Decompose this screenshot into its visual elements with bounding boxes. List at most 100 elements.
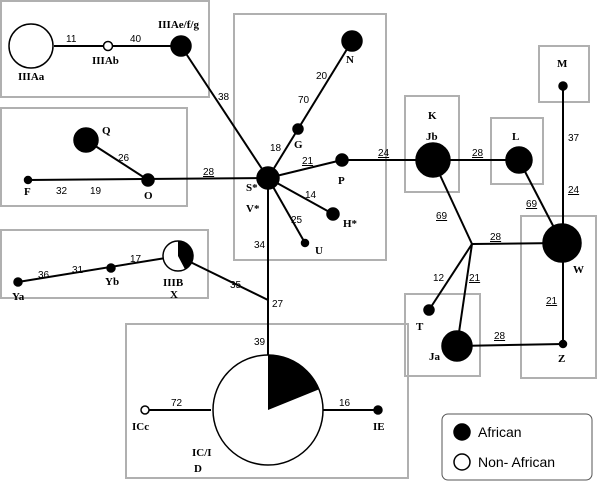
edge-n-s — [267, 40, 353, 179]
edge-s-h — [267, 177, 334, 215]
edge-label-g-s-a: 70 — [298, 95, 310, 106]
label-g: G — [294, 139, 303, 151]
group-box-w — [520, 215, 597, 379]
node-jb — [415, 142, 451, 178]
edge-label-s-p: 21 — [302, 156, 314, 167]
label-ya: Ya — [12, 291, 25, 303]
node-l — [505, 146, 533, 174]
node-iiiaa — [8, 23, 54, 69]
edge-label-jb-l: 28 — [472, 148, 484, 159]
edge-label-f-o-a: 32 — [56, 186, 68, 197]
edge-label-ic-ie: 16 — [339, 398, 351, 409]
edge-label-hub-w: 28 — [490, 232, 502, 243]
node-iiiab — [102, 40, 114, 52]
group-box-iiia — [0, 0, 210, 98]
edge-hub-t — [428, 243, 473, 311]
label-icc: ICc — [132, 421, 149, 433]
node-p — [335, 153, 349, 167]
group-box-y — [0, 229, 209, 299]
label-w: W — [573, 264, 584, 276]
edge-ja-z — [456, 343, 564, 347]
group-box-q-o — [0, 107, 188, 207]
label-iiiab: IIIAb — [92, 55, 119, 67]
edge-label-s-h: 14 — [305, 190, 317, 201]
label-iiib: IIIB — [163, 277, 184, 289]
edge-s-p — [267, 159, 343, 179]
node-iiib-x — [162, 240, 194, 272]
edge-label-yb-x: 17 — [130, 254, 142, 265]
node-icc — [140, 405, 150, 415]
node-h — [326, 207, 340, 221]
edge-label-ya-yb-b: 31 — [72, 265, 84, 276]
legend-african-label: African — [478, 424, 522, 440]
label-k: K — [428, 110, 437, 122]
legend-african-marker — [453, 423, 471, 441]
edge-label-ab-efg: 40 — [130, 34, 142, 45]
edge-label-n-g: 20 — [316, 71, 328, 82]
group-box-center — [233, 13, 387, 261]
node-g — [292, 123, 304, 135]
edge-label-m-w-b: 24 — [568, 185, 580, 196]
legend-box — [441, 413, 593, 481]
label-n: N — [346, 54, 354, 66]
edge-label-jb-hub: 69 — [436, 211, 448, 222]
edge-label-p-jb: 24 — [378, 148, 390, 159]
legend: African Non- African — [441, 413, 593, 481]
label-v: V* — [246, 203, 260, 215]
edge-label-o-s: 28 — [203, 167, 215, 178]
edge-label-hub-t: 12 — [433, 273, 445, 284]
edge-label-s-ic: 27 — [272, 299, 284, 310]
label-p: P — [338, 175, 345, 187]
edge-label-aa-ab: 11 — [66, 34, 77, 45]
label-ja: Ja — [429, 351, 441, 363]
label-f: F — [24, 186, 31, 198]
node-n — [341, 30, 363, 52]
edge-label-x-s: 35 — [230, 280, 242, 291]
edge-hub-ja — [456, 243, 473, 347]
edge-x-trunk — [177, 255, 269, 301]
edge-label-s-x: 34 — [254, 240, 266, 251]
label-d: D — [194, 463, 202, 475]
node-z — [558, 339, 568, 349]
label-x: X — [170, 289, 178, 301]
edge-label-g-s-b: 18 — [270, 143, 282, 154]
node-ici-d — [212, 354, 324, 466]
label-yb: Yb — [105, 276, 119, 288]
node-s-v — [256, 166, 280, 190]
edge-label-w-z: 21 — [546, 296, 558, 307]
label-iiiaa: IIIAa — [18, 71, 45, 83]
edge-ya-x — [17, 255, 179, 283]
node-ya — [13, 277, 23, 287]
label-ici: IC/I — [192, 447, 212, 459]
group-box-l — [490, 117, 544, 185]
edge-label-l-w: 69 — [526, 199, 538, 210]
node-ja — [441, 330, 473, 362]
edge-s-u — [267, 177, 306, 244]
edge-label-f-o-b: 19 — [90, 186, 102, 197]
label-t: T — [416, 321, 424, 333]
label-jb: Jb — [426, 131, 438, 143]
label-u: U — [315, 245, 323, 257]
legend-non-african-label: Non- African — [478, 454, 555, 470]
node-f — [23, 175, 33, 185]
node-t — [423, 304, 435, 316]
label-ie: IE — [373, 421, 385, 433]
node-u — [300, 238, 310, 248]
group-box-k — [404, 95, 460, 193]
label-m: M — [557, 58, 568, 70]
edge-label-m-w-a: 37 — [568, 133, 580, 144]
edge-label-ic-top: 39 — [254, 337, 266, 348]
node-yb — [106, 263, 116, 273]
edge-label-ja-z: 28 — [494, 331, 506, 342]
node-q — [73, 127, 99, 153]
label-l: L — [512, 131, 519, 143]
label-s: S* — [246, 182, 258, 194]
node-w — [542, 223, 582, 263]
node-iiiaefg — [170, 35, 192, 57]
edge-label-hub-ja: 21 — [469, 273, 481, 284]
edge-label-s-u: 25 — [291, 215, 303, 226]
label-iiiaefg: IIIAe/f/g — [158, 19, 199, 31]
node-m — [558, 81, 568, 91]
